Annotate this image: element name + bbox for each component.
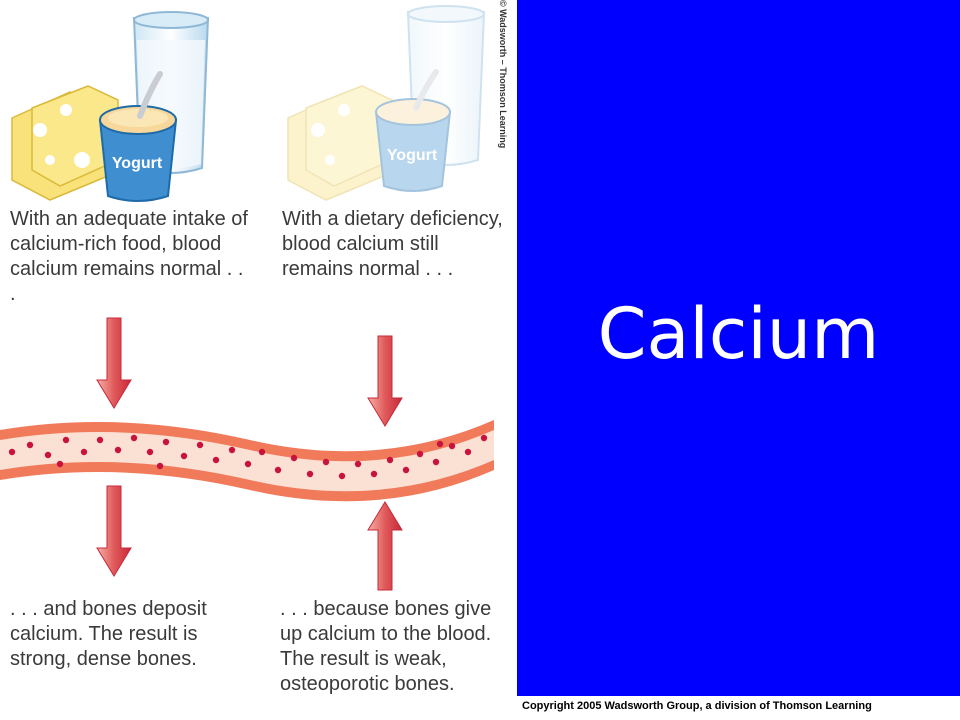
calcium-dots <box>8 434 488 480</box>
illustration-art: Yogurt Yogurt <box>0 5 494 591</box>
caption-adequate-intake: With an adequate intake of calcium-rich … <box>10 208 248 305</box>
yogurt-cup-right: Yogurt <box>374 69 452 192</box>
cheese-slices-left <box>11 85 119 201</box>
caption-bones-deposit: . . . and bones deposit calcium. The res… <box>10 598 207 670</box>
title-panel <box>517 0 960 696</box>
yogurt-cup-left: Yogurt <box>98 71 178 202</box>
yogurt-label-left: Yogurt <box>112 155 163 172</box>
arrow-down-food-left <box>96 317 132 409</box>
yogurt-label-right: Yogurt <box>387 147 438 164</box>
figure-credit: © Wadsworth – Thomson Learning <box>498 0 508 149</box>
blood-vessel <box>0 420 494 502</box>
arrow-down-to-bones-left <box>96 485 132 577</box>
copyright-notice: Copyright 2005 Wadsworth Group, a divisi… <box>522 700 872 712</box>
arrow-down-food-right <box>367 335 403 427</box>
food-group-left: Yogurt <box>11 11 210 202</box>
slide-title: Calcium <box>597 293 880 375</box>
calcium-illustration: Yogurt Yogurt <box>0 0 508 695</box>
food-group-right: Yogurt <box>287 5 486 201</box>
cheese-slices-right <box>287 85 393 201</box>
caption-bones-give-up: . . . because bones give up calcium to t… <box>280 598 492 695</box>
arrow-up-from-bones-right <box>367 501 403 591</box>
caption-dietary-deficiency: With a dietary deficiency, blood calcium… <box>282 208 503 280</box>
